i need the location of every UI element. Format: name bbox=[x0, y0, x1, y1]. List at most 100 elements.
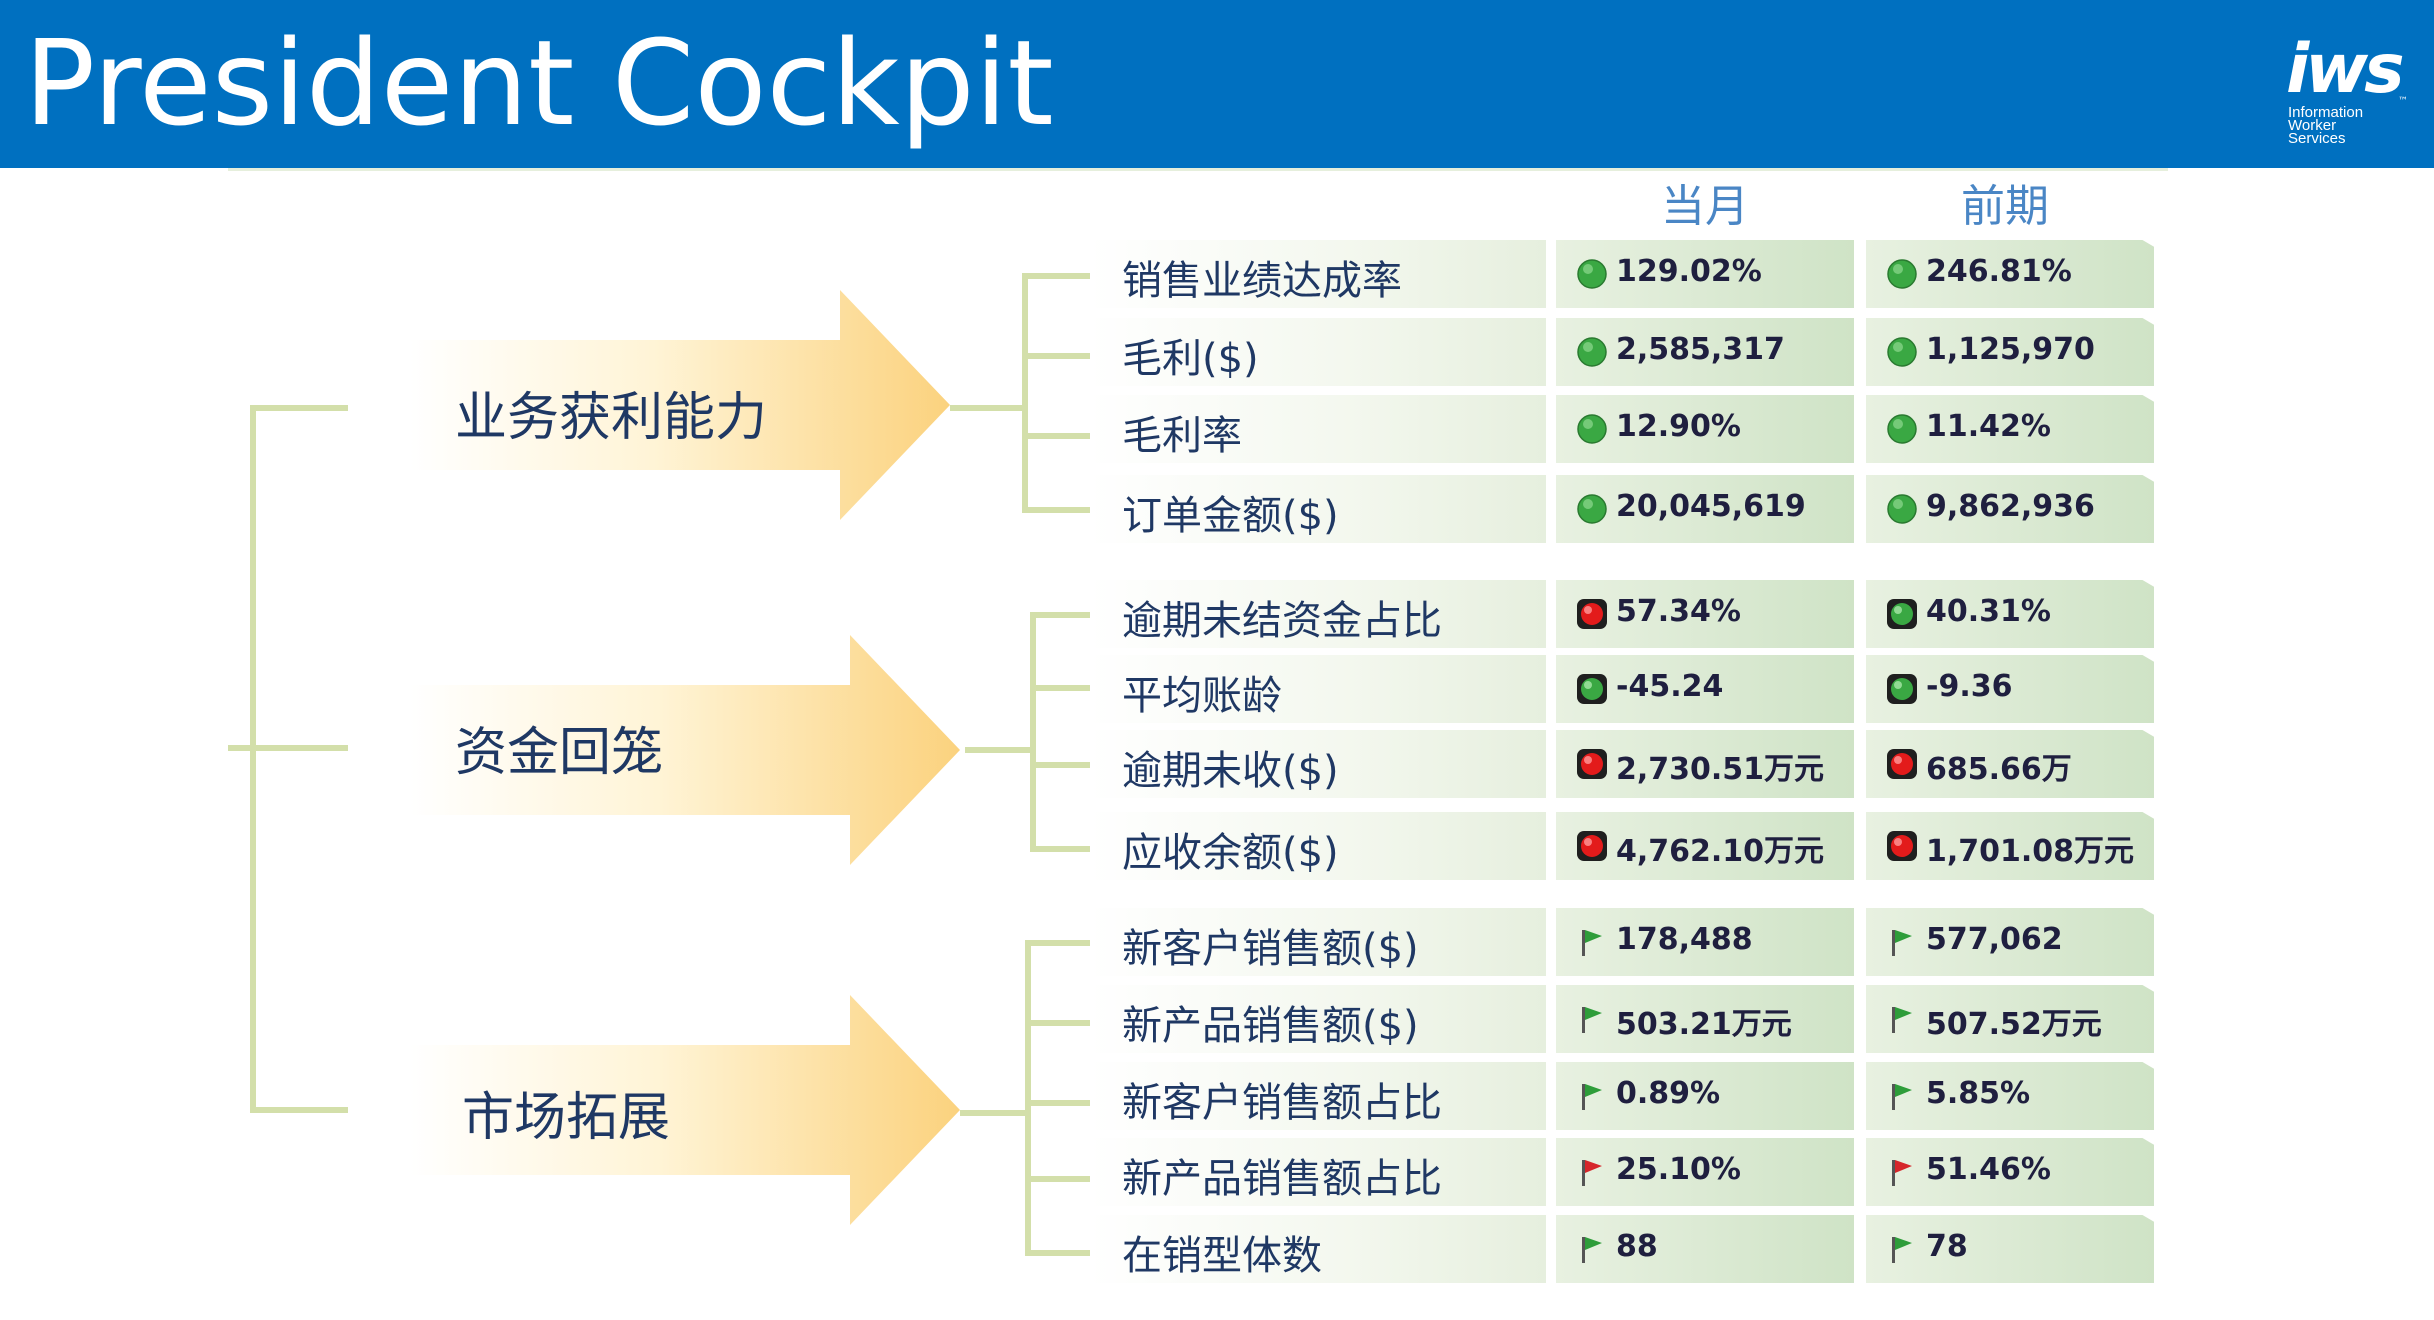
master-bracket-bottom bbox=[250, 1107, 348, 1113]
kpi-value: 20,045,619 bbox=[1616, 489, 1806, 524]
kpi-value: 51.46% bbox=[1926, 1152, 2051, 1187]
green-dot-icon bbox=[1886, 258, 1918, 290]
connector bbox=[950, 405, 1022, 411]
kpi-value-cell-previous: 246.81% bbox=[1866, 240, 2154, 308]
kpi-value: 40.31% bbox=[1926, 594, 2051, 629]
red-light-icon bbox=[1576, 830, 1608, 862]
kpi-value-cell-current: 12.90% bbox=[1556, 395, 1854, 463]
green-dot-icon bbox=[1886, 336, 1918, 368]
kpi-label-cell: 平均账龄 bbox=[1090, 655, 1546, 723]
kpi-value: 11.42% bbox=[1926, 409, 2051, 444]
kpi-label: 新产品销售额($) bbox=[1122, 1003, 1419, 1049]
kpi-label-cell: 新客户销售额占比 bbox=[1090, 1062, 1546, 1130]
bracket-tick bbox=[1030, 612, 1098, 618]
kpi-value: 0.89% bbox=[1616, 1076, 1721, 1111]
kpi-label-cell: 逾期未结资金占比 bbox=[1090, 580, 1546, 648]
master-bracket-mid bbox=[228, 745, 348, 751]
green-flag-icon bbox=[1576, 1233, 1608, 1265]
kpi-label: 销售业绩达成率 bbox=[1122, 258, 1402, 304]
master-bracket-top bbox=[250, 405, 348, 411]
bracket-tick bbox=[1022, 433, 1098, 439]
logo-line: Information bbox=[2288, 104, 2364, 121]
page-title: President Cockpit bbox=[24, 14, 1054, 152]
category-label-market-expansion: 市场拓展 bbox=[462, 1088, 671, 1148]
master-bracket bbox=[250, 405, 256, 1113]
kpi-value-cell-current: 2,585,317 bbox=[1556, 318, 1854, 386]
column-header-previous: 前期 bbox=[1961, 181, 2049, 232]
kpi-label-cell: 新客户销售额($) bbox=[1090, 908, 1546, 976]
green-dot-icon bbox=[1886, 493, 1918, 525]
kpi-label-cell: 毛利率 bbox=[1090, 395, 1546, 463]
kpi-value: 503.21万元 bbox=[1616, 1007, 1792, 1042]
header-divider bbox=[228, 168, 2168, 171]
kpi-value-cell-previous: 1,125,970 bbox=[1866, 318, 2154, 386]
kpi-value-cell-current: 0.89% bbox=[1556, 1062, 1854, 1130]
kpi-label: 平均账龄 bbox=[1122, 673, 1282, 719]
bracket-tick bbox=[1025, 1020, 1098, 1026]
green-dot-icon bbox=[1576, 413, 1608, 445]
green-flag-icon bbox=[1886, 1233, 1918, 1265]
red-flag-icon bbox=[1886, 1156, 1918, 1188]
green-flag-icon bbox=[1576, 926, 1608, 958]
kpi-value-cell-current: 4,762.10万元 bbox=[1556, 812, 1854, 880]
kpi-value-cell-previous: 9,862,936 bbox=[1866, 475, 2154, 543]
kpi-value: 4,762.10万元 bbox=[1616, 834, 1825, 869]
connector bbox=[960, 1110, 1030, 1116]
kpi-value: 1,701.08万元 bbox=[1926, 834, 2135, 869]
logo-mark: iws bbox=[2286, 30, 2405, 109]
arrow-shape bbox=[410, 290, 950, 520]
bracket-vertical bbox=[1030, 612, 1036, 852]
kpi-value: 1,125,970 bbox=[1926, 332, 2095, 367]
kpi-value-cell-previous: 577,062 bbox=[1866, 908, 2154, 976]
arrow-shape bbox=[410, 635, 960, 865]
kpi-value-cell-current: 20,045,619 bbox=[1556, 475, 1854, 543]
kpi-value-cell-previous: 507.52万元 bbox=[1866, 985, 2154, 1053]
bracket-tick bbox=[1025, 1100, 1098, 1106]
kpi-value: 246.81% bbox=[1926, 254, 2072, 289]
red-light-icon bbox=[1576, 598, 1608, 630]
kpi-label-cell: 应收余额($) bbox=[1090, 812, 1546, 880]
bracket-tick bbox=[1022, 507, 1098, 513]
kpi-value-cell-current: 88 bbox=[1556, 1215, 1854, 1283]
kpi-value: 577,062 bbox=[1926, 922, 2063, 957]
bracket-tick bbox=[1030, 762, 1098, 768]
kpi-label-cell: 新产品销售额占比 bbox=[1090, 1138, 1546, 1206]
kpi-label-cell: 在销型体数 bbox=[1090, 1215, 1546, 1283]
logo-line: Worker bbox=[2288, 117, 2337, 134]
bracket-tick bbox=[1025, 1176, 1098, 1182]
kpi-value: 57.34% bbox=[1616, 594, 1741, 629]
red-flag-icon bbox=[1576, 1156, 1608, 1188]
kpi-value: 12.90% bbox=[1616, 409, 1741, 444]
bracket-vertical bbox=[1025, 940, 1031, 1256]
red-light-icon bbox=[1886, 830, 1918, 862]
kpi-label: 新客户销售额($) bbox=[1122, 926, 1419, 972]
kpi-value: 25.10% bbox=[1616, 1152, 1741, 1187]
kpi-value: 9,862,936 bbox=[1926, 489, 2095, 524]
bracket-tick bbox=[1025, 940, 1098, 946]
green-light-icon bbox=[1886, 598, 1918, 630]
kpi-label: 新产品销售额占比 bbox=[1122, 1156, 1442, 1202]
green-flag-icon bbox=[1886, 1003, 1918, 1035]
kpi-value: 2,730.51万元 bbox=[1616, 752, 1825, 787]
kpi-value-cell-previous: -9.36 bbox=[1866, 655, 2154, 723]
kpi-value: 78 bbox=[1926, 1229, 1968, 1264]
kpi-value: -9.36 bbox=[1926, 669, 2013, 704]
kpi-label-cell: 销售业绩达成率 bbox=[1090, 240, 1546, 308]
logo-line: Services bbox=[2288, 130, 2346, 147]
red-light-icon bbox=[1886, 748, 1918, 780]
kpi-label-cell: 新产品销售额($) bbox=[1090, 985, 1546, 1053]
kpi-value: 129.02% bbox=[1616, 254, 1762, 289]
green-dot-icon bbox=[1576, 493, 1608, 525]
bracket-tick bbox=[1030, 846, 1098, 852]
kpi-value: 5.85% bbox=[1926, 1076, 2031, 1111]
arrow-shape bbox=[410, 995, 960, 1225]
kpi-label: 在销型体数 bbox=[1122, 1233, 1322, 1279]
bracket-tick bbox=[1022, 353, 1098, 359]
kpi-value-cell-previous: 5.85% bbox=[1866, 1062, 2154, 1130]
kpi-value-cell-current: 25.10% bbox=[1556, 1138, 1854, 1206]
kpi-value-cell-current: 503.21万元 bbox=[1556, 985, 1854, 1053]
kpi-label-cell: 逾期未收($) bbox=[1090, 730, 1546, 798]
bracket-tick bbox=[1030, 685, 1098, 691]
bracket-vertical bbox=[1022, 273, 1028, 513]
kpi-value-cell-previous: 1,701.08万元 bbox=[1866, 812, 2154, 880]
